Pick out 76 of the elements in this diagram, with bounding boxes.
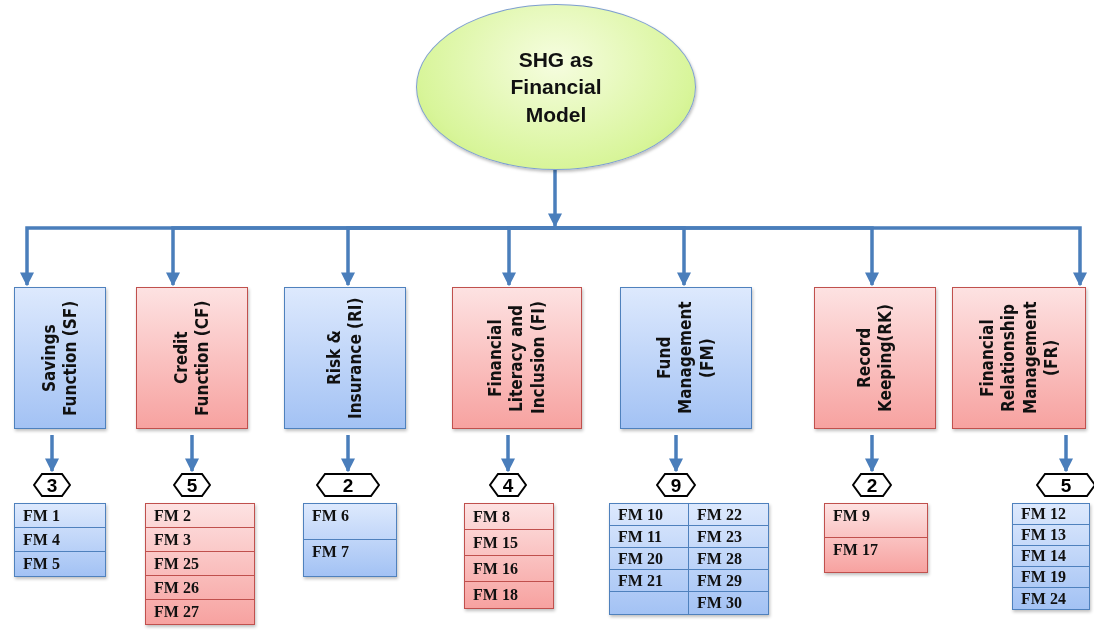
item-table [303,503,397,577]
count-number: 5 [186,475,198,495]
table-cell: FM 29 [689,570,768,592]
item-table [1012,503,1090,610]
table-cell-text: FM 30 [696,593,743,613]
table-cell: FM 2 [146,504,254,528]
arrow [865,435,879,473]
count-number: 5 [1060,475,1072,495]
count-number: 2 [342,475,354,495]
count-hexagon [489,473,527,497]
table-cell-text: FM 7 [311,542,350,562]
table-cell: FM 23 [689,526,768,548]
category-box [952,287,1086,429]
category-box [620,287,752,429]
count-hexagon [316,473,380,497]
arrow [341,435,355,473]
arrow [555,226,1087,287]
table-cell-text: FM 5 [22,554,61,574]
arrow [185,435,199,473]
category-box [14,287,106,429]
item-table [14,503,106,577]
table-cell: FM 10 [610,504,689,526]
category-box [452,287,582,429]
count-hexagon [1036,473,1094,497]
table-cell: FM 13 [1013,525,1089,546]
table-cell-text: FM 18 [472,585,519,605]
table-cell: FM 3 [146,528,254,552]
table-cell: FM 1 [15,504,105,528]
count-hexagon [656,473,696,497]
table-cell: FM 16 [465,556,553,582]
table-cell: FM 21 [610,570,689,592]
category-label: Record Keeping(RK) [853,303,896,414]
category-box [284,287,406,429]
table-cell: FM 8 [465,504,553,530]
count-number: 9 [670,475,682,495]
table-cell-text: FM 27 [153,602,200,622]
table-cell: FM 20 [610,548,689,570]
category-box [136,287,248,429]
category-label: Financial Literacy and Inclusion (FI) [485,300,549,417]
table-cell: FM 14 [1013,546,1089,567]
table-cell: FM 22 [689,504,768,526]
category-label: Savings Function (SF) [38,299,81,418]
count-hexagon [33,473,71,497]
category-box [814,287,936,429]
item-table [145,503,255,625]
arrow [45,435,59,473]
table-cell: FM 28 [689,548,768,570]
arrow [501,435,515,473]
table-cell: FM 25 [146,552,254,576]
table-cell: FM 11 [610,526,689,548]
arrow [502,226,555,287]
table-cell: FM 6 [304,504,396,540]
arrow [1059,435,1073,473]
table-cell: FM 9 [825,504,927,538]
count-hexagon [852,473,892,497]
table-cell: FM 4 [15,528,105,552]
count-number: 3 [46,475,58,495]
category-label: Risk & Insurance (RI) [323,296,366,421]
table-cell: FM 15 [465,530,553,556]
count-hexagon [173,473,211,497]
table-cell: FM 26 [146,576,254,600]
item-table [609,503,769,615]
arrow [669,435,683,473]
table-cell-text: FM 17 [832,540,879,560]
item-table [824,503,928,573]
table-cell-text: FM 24 [1020,588,1067,609]
table-cell: FM 12 [1013,504,1089,525]
category-label: Fund Management (FM) [654,300,718,417]
table-cell: FM 19 [1013,567,1089,588]
category-label: Financial Relationship Management (FR) [976,300,1062,417]
arrow [548,170,562,228]
item-table [464,503,554,609]
count-number: 4 [502,475,514,495]
category-label: Credit Function (CF) [170,299,213,418]
count-number: 2 [866,475,878,495]
title-text: SHG as Financial Model [509,47,603,128]
